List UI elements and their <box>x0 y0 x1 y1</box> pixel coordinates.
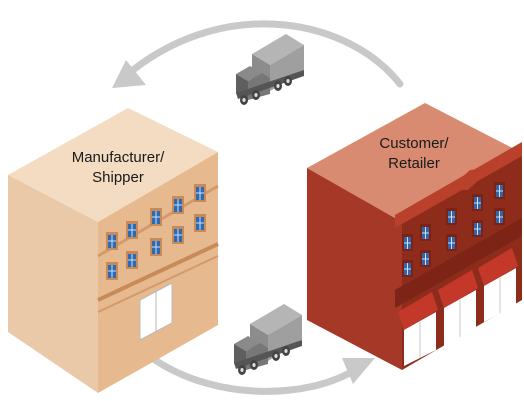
customer-label-line2: Retailer <box>388 155 440 172</box>
customer-building: Customer/ Retailer <box>307 103 522 370</box>
arrow-bottom <box>151 356 375 395</box>
arrow-top <box>112 20 404 88</box>
manufacturer-label-line2: Shipper <box>92 169 144 186</box>
truck-icon-top <box>236 34 304 105</box>
customer-label-line1: Customer/ <box>379 135 449 152</box>
manufacturer-label-line1: Manufacturer/ <box>72 149 165 166</box>
truck-icon-bottom <box>234 304 302 375</box>
manufacturer-building: Manufacturer/ Shipper <box>8 108 219 393</box>
